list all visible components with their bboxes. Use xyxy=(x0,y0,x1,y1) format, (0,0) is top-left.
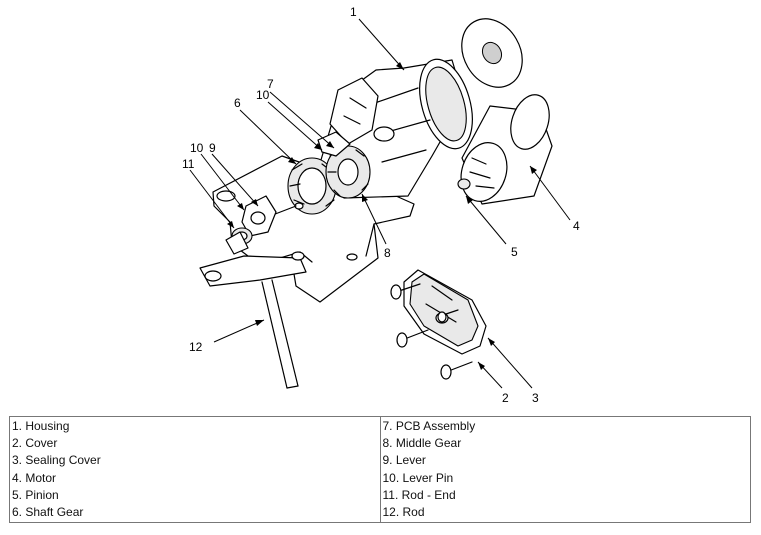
callout-10-lower: 10 xyxy=(190,141,204,155)
legend-item-pinion: 5. Pinion xyxy=(12,487,59,502)
leader-lines xyxy=(189,18,571,389)
legend-item-rod: 12. Rod xyxy=(382,505,425,520)
rod xyxy=(261,279,299,389)
callout-6: 6 xyxy=(234,96,241,110)
callout-1: 1 xyxy=(350,5,357,19)
motor-cap xyxy=(461,18,523,88)
lever-assembly xyxy=(225,195,277,255)
legend-row: 1. Housing 2. Cover 3. Sealing Cover 4. … xyxy=(10,416,751,523)
legend-item-motor: 4. Motor xyxy=(12,470,57,485)
callout-labels: 1 2 3 4 5 6 7 8 9 10 10 11 12 xyxy=(182,5,580,405)
callout-12: 12 xyxy=(189,340,203,354)
exploded-view-illustration: 1 2 3 4 5 6 7 8 9 10 10 11 12 xyxy=(182,5,580,405)
bolts xyxy=(390,283,473,380)
legend-item-shaft-gear: 6. Shaft Gear xyxy=(12,505,84,520)
callout-9: 9 xyxy=(209,141,216,155)
cover-assembly xyxy=(403,269,487,355)
callout-5: 5 xyxy=(511,245,518,259)
motor xyxy=(457,94,553,205)
legend-item-housing: 1. Housing xyxy=(12,419,70,433)
legend-item-middle-gear: 8. Middle Gear xyxy=(382,436,462,451)
callout-3: 3 xyxy=(532,391,539,405)
legend-item-lever-pin: 10. Lever Pin xyxy=(382,470,454,485)
legend-item-pcb-assembly: 7. PCB Assembly xyxy=(382,419,476,433)
legend-column-left: 1. Housing 2. Cover 3. Sealing Cover 4. … xyxy=(10,417,381,523)
callout-2: 2 xyxy=(502,391,509,405)
callout-4: 4 xyxy=(573,219,580,233)
callout-8: 8 xyxy=(384,246,391,260)
legend-item-lever: 9. Lever xyxy=(382,453,426,468)
callout-11: 11 xyxy=(182,157,195,171)
legend-item-sealing-cover: 3. Sealing Cover xyxy=(12,453,101,468)
gear-train xyxy=(269,131,371,217)
legend-column-right: 7. PCB Assembly 8. Middle Gear 9. Lever … xyxy=(379,416,751,523)
callout-7: 7 xyxy=(267,77,274,91)
legend-item-cover: 2. Cover xyxy=(12,436,58,451)
legend-item-rod-end: 11. Rod - End xyxy=(382,487,456,502)
callout-10-upper: 10 xyxy=(256,88,270,102)
parts-legend-table: 1. Housing 2. Cover 3. Sealing Cover 4. … xyxy=(9,416,751,524)
